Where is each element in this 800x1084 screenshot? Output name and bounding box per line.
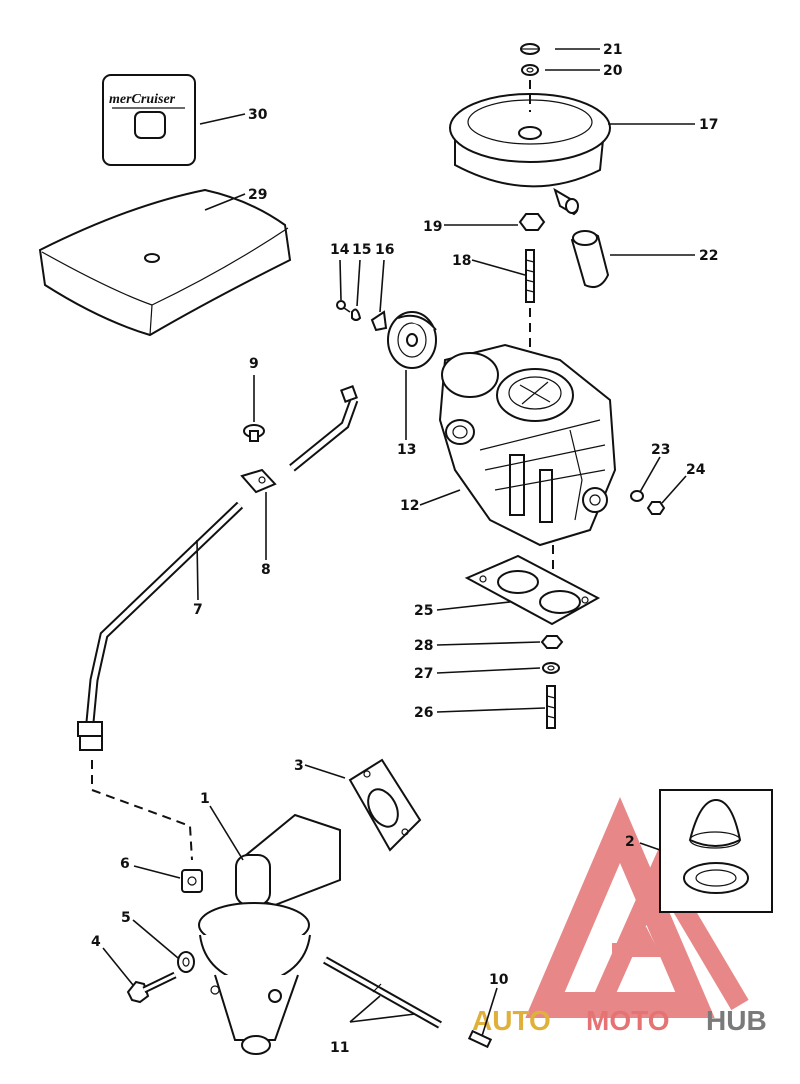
callout-21[interactable]: 21 (603, 42, 622, 58)
callout-27[interactable]: 27 (414, 666, 433, 682)
watermark-text-hub: HUB (706, 1005, 767, 1036)
leader-lines (102, 48, 695, 1037)
callout-1[interactable]: 1 (200, 791, 210, 807)
part-fuel-pump (198, 813, 341, 1055)
part-clip (351, 308, 362, 321)
callout-15[interactable]: 15 (352, 242, 371, 258)
callout-11[interactable]: 11 (330, 1040, 349, 1056)
callout-3[interactable]: 3 (294, 758, 304, 774)
callout-6[interactable]: 6 (120, 856, 130, 872)
part-washer (521, 64, 539, 76)
part-lock-washer-28 (540, 635, 564, 649)
part-crankcase-hose (570, 230, 610, 288)
part-bolt-4 (126, 971, 177, 1004)
callout-8[interactable]: 8 (261, 562, 271, 578)
callout-labels: 1 2 3 4 5 6 7 8 9 10 11 12 13 14 15 16 1… (91, 42, 718, 1056)
callout-18[interactable]: 18 (452, 253, 471, 269)
part-nut-24 (646, 501, 666, 515)
callout-14[interactable]: 14 (330, 242, 350, 258)
callout-4[interactable]: 4 (91, 934, 101, 950)
part-stud (525, 249, 535, 303)
watermark-text-moto: MOTO (586, 1005, 669, 1036)
callout-24[interactable]: 24 (686, 462, 706, 478)
callout-28[interactable]: 28 (414, 638, 433, 654)
part-washer-5 (177, 951, 195, 973)
callout-9[interactable]: 9 (249, 356, 259, 372)
part-washer-27 (542, 662, 560, 674)
part-fuel-line (77, 501, 244, 751)
part-screw-small (336, 300, 351, 313)
callout-10[interactable]: 10 (489, 972, 509, 988)
callout-5[interactable]: 5 (121, 910, 131, 926)
part-stud-26 (546, 685, 556, 729)
callout-7[interactable]: 7 (193, 602, 203, 618)
decal-brand-text: merCruiser (109, 92, 176, 107)
part-lever-clip (370, 310, 388, 332)
part-inset-grommet (659, 789, 773, 913)
part-wing-nut (520, 43, 540, 55)
callout-22[interactable]: 22 (699, 248, 718, 264)
callout-30[interactable]: 30 (248, 107, 268, 123)
part-choke-pulloff (387, 311, 437, 369)
callout-12[interactable]: 12 (400, 498, 419, 514)
watermark-text-auto: AUTO (472, 1005, 551, 1036)
callout-13[interactable]: 13 (397, 442, 416, 458)
callout-23[interactable]: 23 (651, 442, 670, 458)
watermark-text: AUTO MOTO HUB (472, 1005, 767, 1036)
part-fitting (181, 869, 203, 893)
part-fuel-line-upper (289, 385, 359, 472)
part-carburetor (438, 343, 617, 547)
callout-19[interactable]: 19 (423, 219, 442, 235)
part-flame-arrestor-cover (38, 188, 292, 337)
part-washer-23 (630, 490, 644, 502)
part-bolt-9 (243, 424, 265, 442)
callout-16[interactable]: 16 (375, 242, 394, 258)
part-stud-nut (518, 213, 546, 231)
callout-2[interactable]: 2 (625, 834, 635, 850)
assembly-line-fuel (91, 760, 193, 861)
part-decal: merCruiser (102, 74, 196, 166)
part-clamp (240, 468, 277, 494)
part-pump-gasket (348, 758, 422, 852)
part-tube (323, 956, 442, 1029)
callout-20[interactable]: 20 (603, 63, 623, 79)
callout-25[interactable]: 25 (414, 603, 433, 619)
callout-26[interactable]: 26 (414, 705, 433, 721)
part-carb-gasket (464, 554, 601, 626)
callout-17[interactable]: 17 (699, 117, 718, 133)
part-air-cleaner (449, 93, 611, 216)
callout-29[interactable]: 29 (248, 187, 267, 203)
